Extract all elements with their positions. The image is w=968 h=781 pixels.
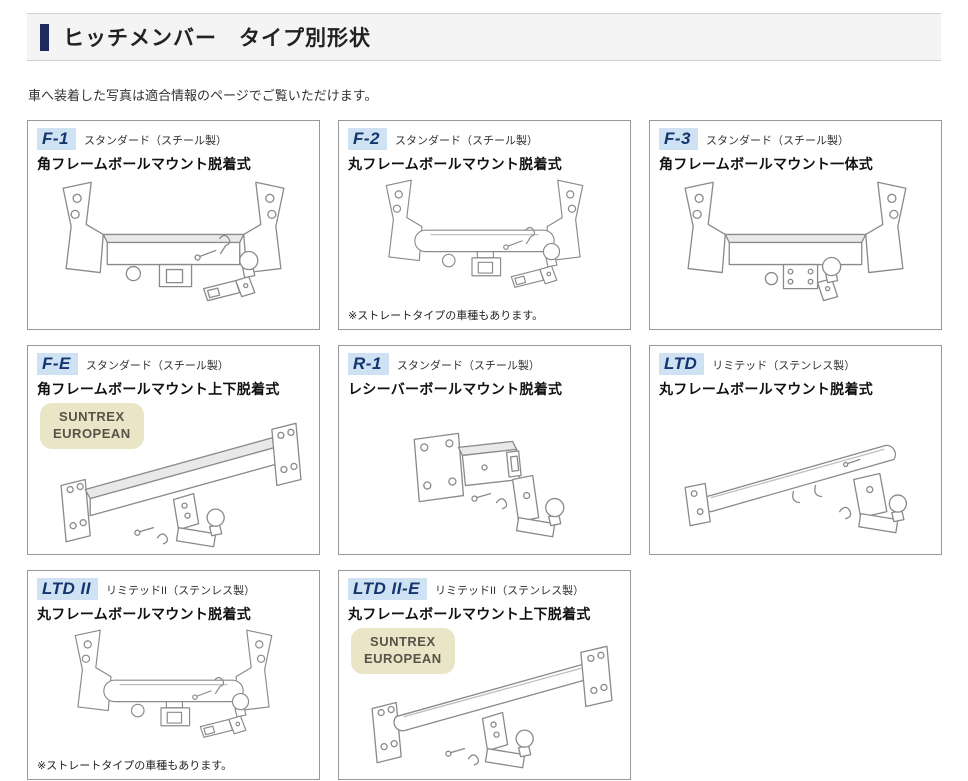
type-title: 丸フレームボールマウント脱着式	[348, 156, 563, 173]
type-code-badge: LTD II	[37, 578, 98, 601]
hitch-illustration	[413, 432, 565, 538]
type-card-ltd2e: LTD II-E リミテッドII（ステンレス製） 丸フレームボールマウント上下脱…	[338, 570, 631, 780]
type-card-ltd: LTD リミテッド（ステンレス製） 丸フレームボールマウント脱着式	[649, 345, 942, 555]
card-header: F-2 スタンダード（スチール製）	[348, 128, 621, 151]
title-accent-bar	[40, 23, 49, 51]
grade-label: スタンダード（スチール製）	[85, 360, 229, 373]
grade-label: スタンダード（スチール製）	[84, 135, 227, 148]
grade-label: スタンダード（スチール製）	[706, 135, 849, 148]
stamp-line-2: EUROPEAN	[364, 650, 442, 666]
hitch-illustration	[371, 645, 613, 769]
section-header: ヒッチメンバー タイプ別形状	[27, 13, 941, 61]
type-code-badge: F-E	[37, 353, 78, 376]
type-title: 角フレームボールマウント一体式	[659, 156, 874, 173]
type-title: 丸フレームボールマウント脱着式	[37, 606, 252, 623]
type-code-badge: F-3	[659, 128, 698, 151]
card-header: LTD リミテッド（ステンレス製）	[659, 353, 932, 376]
type-code-badge: F-1	[37, 128, 76, 151]
card-header: R-1 スタンダード（スチール製）	[348, 353, 621, 376]
card-note: ※ストレートタイプの車種もあります。	[37, 760, 233, 772]
type-grid: F-1 スタンダード（スチール製） 角フレームボールマウント脱着式	[27, 120, 942, 780]
hitch-illustration	[74, 629, 273, 738]
grade-label: リミテッドII（ステンレス製）	[434, 585, 585, 598]
type-title: 角フレームボールマウント脱着式	[37, 156, 252, 173]
hitch-drawing-ltd	[655, 398, 936, 551]
type-title: レシーバーボールマウント脱着式	[348, 381, 563, 398]
hitch-illustration	[684, 444, 908, 534]
card-header: LTD II リミテッドII（ステンレス製）	[37, 578, 310, 601]
type-code-badge: F-2	[348, 128, 387, 151]
type-card-f1: F-1 スタンダード（スチール製） 角フレームボールマウント脱着式	[27, 120, 320, 330]
grade-label: スタンダード（スチール製）	[395, 135, 538, 148]
type-title: 丸フレームボールマウント脱着式	[659, 381, 874, 398]
type-card-fe: F-E スタンダード（スチール製） 角フレームボールマウント上下脱着式	[27, 345, 320, 555]
hitch-drawing-fe	[33, 398, 314, 551]
type-code-badge: R-1	[348, 353, 389, 376]
hitch-illustration	[684, 181, 907, 302]
hitch-drawing-ltd2e	[344, 623, 625, 776]
card-note: ※ストレートタイプの車種もあります。	[348, 310, 544, 322]
type-code-badge: LTD	[659, 353, 705, 376]
type-card-ltd2: LTD II リミテッドII（ステンレス製） 丸フレームボールマウント脱着式	[27, 570, 320, 780]
intro-text: 車へ装着した写真は適合情報のページでご覧いただけます。	[28, 88, 378, 103]
card-header: LTD II-E リミテッドII（ステンレス製）	[348, 578, 621, 601]
hitch-illustration	[60, 422, 302, 548]
grade-label: リミテッドII（ステンレス製）	[105, 585, 256, 598]
type-card-r1: R-1 スタンダード（スチール製） レシーバーボールマウント脱着式	[338, 345, 631, 555]
card-header: F-3 スタンダード（スチール製）	[659, 128, 932, 151]
grade-label: リミテッド（ステンレス製）	[712, 360, 856, 373]
suntrex-european-stamp: SUNTREX EUROPEAN	[40, 403, 144, 449]
type-card-f3: F-3 スタンダード（スチール製） 角フレームボールマウント一体式	[649, 120, 942, 330]
type-card-f2: F-2 スタンダード（スチール製） 丸フレームボールマウント脱着式	[338, 120, 631, 330]
grade-label: スタンダード（スチール製）	[396, 360, 540, 373]
hitch-illustration	[385, 179, 584, 288]
stamp-line-1: SUNTREX	[59, 409, 125, 424]
hitch-illustration	[62, 181, 285, 302]
page-title: ヒッチメンバー タイプ別形状	[63, 27, 371, 50]
stamp-line-1: SUNTREX	[370, 634, 436, 649]
type-title: 丸フレームボールマウント上下脱着式	[348, 606, 591, 623]
hitch-drawing-f3	[655, 173, 936, 326]
hitch-drawing-r1	[344, 398, 625, 551]
type-title: 角フレームボールマウント上下脱着式	[37, 381, 280, 398]
suntrex-european-stamp: SUNTREX EUROPEAN	[351, 628, 455, 674]
hitch-drawing-f2	[344, 173, 625, 307]
hitch-drawing-ltd2	[33, 623, 314, 757]
card-header: F-E スタンダード（スチール製）	[37, 353, 310, 376]
type-code-badge: LTD II-E	[348, 578, 427, 601]
hitch-drawing-f1	[33, 173, 314, 326]
stamp-line-2: EUROPEAN	[53, 425, 131, 441]
card-header: F-1 スタンダード（スチール製）	[37, 128, 310, 151]
